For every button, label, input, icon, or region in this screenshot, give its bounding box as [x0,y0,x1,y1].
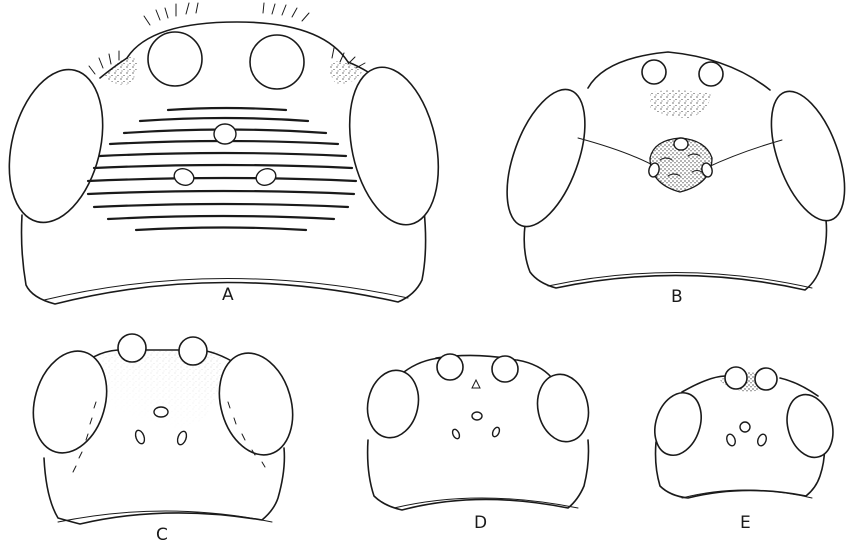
compound-eye-left [491,79,600,236]
compound-eye-left [647,387,709,461]
lateral-ocellus-left [134,429,146,445]
panel-c: C [22,334,304,545]
stipple-field [99,350,221,432]
lateral-ocellus-right [254,166,278,188]
lateral-ocellus-left [451,428,461,440]
compound-eye-right [757,82,846,230]
panel-label-a: A [222,285,234,305]
antennal-socket-left [642,60,666,84]
panel-b: B [491,52,846,307]
compound-eye-right [336,59,451,233]
antennal-socket-right [699,62,723,86]
lateral-ocellus-right [491,426,501,438]
compound-eye-right [780,389,840,463]
compound-eye-right [208,344,304,463]
stipple-patch-left [105,56,137,85]
panel-label-d: D [474,513,487,533]
panel-label-b: B [671,287,683,307]
antennal-socket-right [755,368,777,390]
lateral-ocellus-right [756,433,768,447]
stipple-patch-right [330,61,362,84]
frontal-keel [472,380,480,388]
median-ocellus [154,407,168,417]
stipple-patch [650,90,712,118]
antennal-socket-left [437,354,463,380]
panel-e: E [647,367,840,533]
compound-eye-left [361,366,424,443]
median-ocellus [472,412,482,420]
compound-eye-right [531,370,594,447]
antennal-socket-right [250,35,304,89]
lateral-ocellus-left [172,166,196,188]
antennal-socket-left [118,334,146,362]
lateral-ocellus-right [176,430,188,446]
antennal-socket-right [179,337,207,365]
antennal-socket-right [492,356,518,382]
panel-d: D [361,354,594,533]
median-ocellus [740,422,750,432]
panel-a: A [0,3,452,305]
panel-label-c: C [156,525,168,545]
median-ocellus [674,138,688,150]
median-ocellus [214,124,236,144]
lateral-ocellus-left [725,433,737,447]
antennal-socket-left [725,367,747,389]
panel-label-e: E [740,513,751,533]
antennal-socket-left [148,32,202,86]
